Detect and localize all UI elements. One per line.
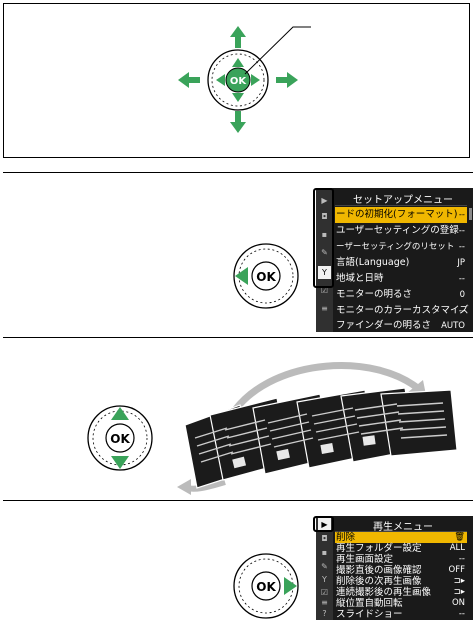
menu-item[interactable]: 連続撮影後の再生画像⊐▸ [336,587,465,598]
menu-item[interactable]: ユーザーセッティングの登録-- [336,225,465,236]
arrow-down-icon [230,111,246,133]
arrow-right-icon [284,577,297,595]
svg-text:OK: OK [256,580,276,594]
menu-tab-column: ▶ ◘ ▪ ✎ Y ☑ ≡ [316,188,333,332]
arrow-up-icon [111,407,129,420]
menu-item[interactable]: 地域と日時-- [336,273,465,284]
menu-item[interactable]: 再生画面設定-- [336,554,465,565]
menu-item[interactable]: スライドショー-- [336,609,465,620]
svg-text:OK: OK [256,270,276,284]
photo-tab-icon[interactable]: ◘ [321,212,328,221]
movie-tab-icon[interactable]: ▪ [321,230,328,239]
retouch-tab-icon[interactable]: ☑ [320,286,329,295]
tab-highlight [313,516,334,532]
arrow-left-icon [235,267,248,285]
arrow-right-icon [276,72,298,88]
menu-item[interactable]: 削除後の次再生画像⊐▸ [336,576,465,587]
setup-tab-icon[interactable]: Y [318,266,331,279]
menu-cycle-illustration [177,362,458,495]
section-divider [3,172,473,173]
movie-tab-icon[interactable]: ▪ [321,548,328,557]
multi-selector-right: OK [233,553,299,619]
svg-text:OK: OK [110,432,130,446]
arrow-left-icon [178,72,200,88]
my-menu-tab-icon[interactable]: ≡ [321,598,328,607]
photo-tab-icon[interactable]: ◘ [321,534,328,543]
menu-item[interactable]: 言語(Language)JP [336,257,465,268]
scrollbar[interactable] [469,208,472,220]
multi-selector-diagram: OK [178,26,311,133]
help-icon[interactable]: ? [322,609,327,618]
menu-item[interactable]: ーザーセッティングのリセット-- [336,242,465,252]
menu-item[interactable]: モニターのカラーカスタマイズ-- [336,305,469,316]
tab-column-highlight [313,188,334,288]
setup-tab-icon[interactable]: Y [322,575,327,584]
playback-tab-icon[interactable]: ▶ [321,196,328,205]
setup-menu-screen: ▶ ◘ ▪ ✎ Y ☑ ≡ セットアップメニュー ードの初期化(フォーマット)-… [316,188,473,332]
menu-item[interactable]: ードの初期化(フォーマット)-- [335,207,467,223]
arrow-down-icon [111,456,129,469]
multi-selector-frame [3,3,470,158]
arrow-up-icon [230,26,246,48]
retouch-tab-icon[interactable]: ☑ [320,588,329,597]
menu-title: セットアップメニュー [353,195,453,206]
multi-selector-up-down: OK [87,405,153,471]
my-menu-tab-icon[interactable]: ≡ [321,304,328,313]
ok-button-label: OK [230,76,248,87]
menu-tab-column: ▶ ◘ ▪ ✎ Y ☑ ≡ ? [316,516,333,620]
section-divider [3,500,473,501]
trash-icon: 🗑 [454,532,465,542]
custom-tab-icon[interactable]: ✎ [321,248,328,257]
section-divider [3,337,473,338]
menu-title: 再生メニュー [373,522,433,533]
delete-menu-item[interactable]: 削除🗑 [335,532,467,543]
custom-tab-icon[interactable]: ✎ [321,562,328,571]
multi-selector-left: OK [233,243,299,309]
playback-tab-icon[interactable]: ▶ [318,518,331,531]
